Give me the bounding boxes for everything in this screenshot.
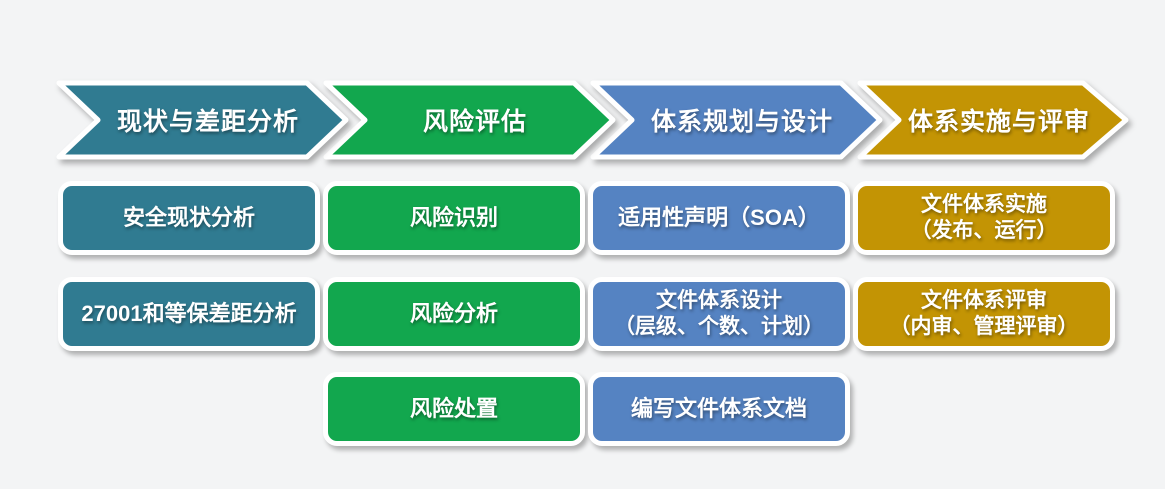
phase-system-planning-design: 体系规划与设计 <box>589 78 885 162</box>
step-label: 风险识别 <box>409 204 498 230</box>
phase-risk-assessment: 风险评估 <box>322 78 618 162</box>
box-risk-identification: 风险识别 <box>323 181 585 255</box>
box-doc-system-review: 文件体系评审 （内审、管理评审） <box>853 277 1115 351</box>
box-27001-gap-analysis: 27001和等保差距分析 <box>58 277 320 351</box>
phase-label: 体系规划与设计 <box>650 108 833 136</box>
chevron-arrow-icon <box>857 80 1129 160</box>
step-label-line1: 文件体系评审 <box>921 289 1047 313</box>
box-soa-statement: 适用性声明（SOA） <box>588 181 850 255</box>
step-label: 安全现状分析 <box>122 204 255 230</box>
phase-implementation-review: 体系实施与评审 <box>856 78 1132 162</box>
step-label-line1: 文件体系设计 <box>656 289 782 313</box>
chevron-arrow-icon <box>323 80 616 160</box>
step-label: 编写文件体系文档 <box>630 395 807 421</box>
box-security-status-analysis: 安全现状分析 <box>58 181 320 255</box>
step-label: 风险处置 <box>409 395 498 421</box>
box-risk-analysis: 风险分析 <box>323 277 585 351</box>
phase-label: 风险评估 <box>422 108 527 136</box>
box-doc-system-design: 文件体系设计 （层级、个数、计划） <box>588 277 850 351</box>
step-label-line2: （层级、个数、计划） <box>614 315 824 338</box>
box-doc-system-implementation: 文件体系实施 （发布、运行） <box>853 181 1115 255</box>
box-risk-treatment: 风险处置 <box>323 372 585 446</box>
chevron-arrow-icon <box>590 80 883 160</box>
step-label: 风险分析 <box>409 300 498 326</box>
step-label-line1: 文件体系实施 <box>921 193 1047 217</box>
step-label-line2: （发布、运行） <box>910 219 1058 242</box>
phase-gap-analysis: 现状与差距分析 <box>55 78 351 162</box>
step-label: 适用性声明（SOA） <box>618 204 820 230</box>
chevron-arrow-icon <box>56 80 349 160</box>
phase-label: 现状与差距分析 <box>116 108 299 136</box>
phase-label: 体系实施与评审 <box>907 108 1090 136</box>
box-write-doc-system: 编写文件体系文档 <box>588 372 850 446</box>
step-label: 27001和等保差距分析 <box>81 300 297 326</box>
step-label-line2: （内审、管理评审） <box>889 315 1079 338</box>
